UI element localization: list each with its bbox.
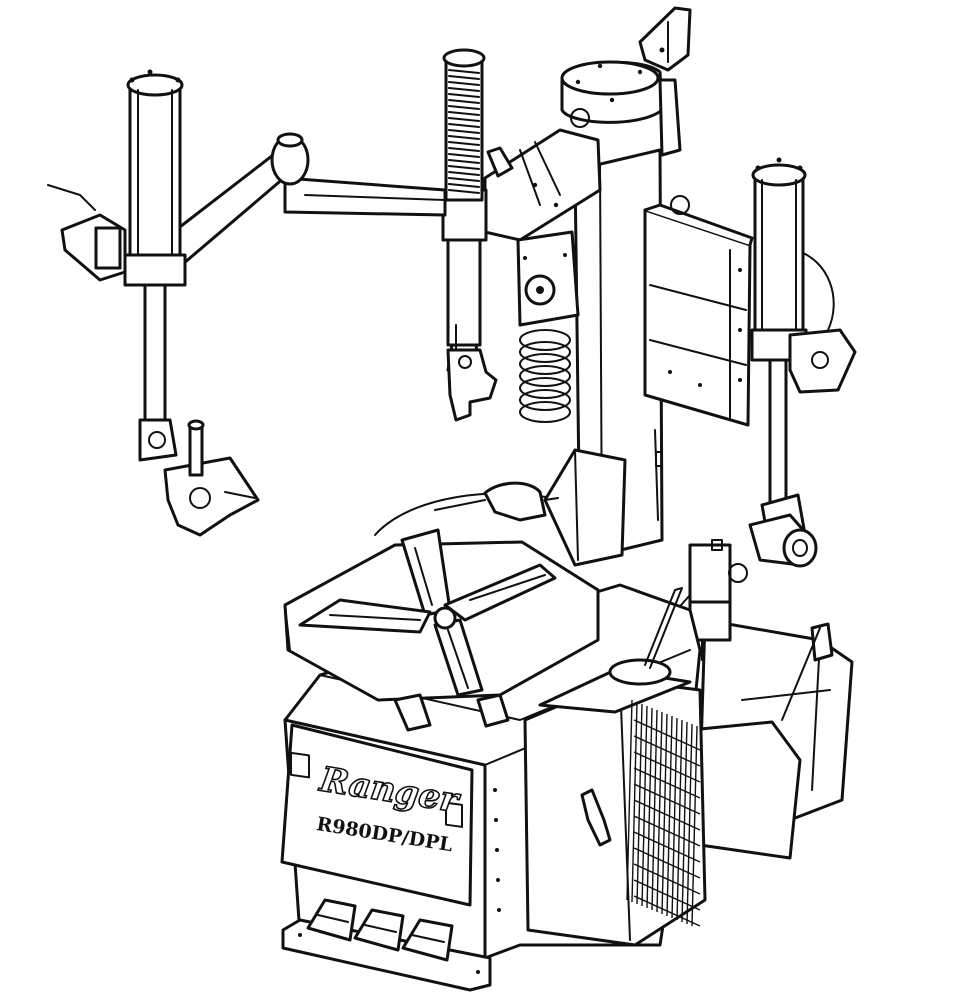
hatch-line [641, 705, 648, 907]
vertical-tool-post [441, 48, 488, 372]
hatch-line [631, 701, 638, 903]
turntable-hub [433, 606, 457, 630]
turntable-support [393, 693, 510, 732]
hatch-line [686, 723, 693, 925]
hatch-line [633, 863, 701, 895]
hatched-side-cover [688, 720, 802, 860]
hatch-line [646, 707, 653, 909]
accessory-box-hatching [626, 699, 701, 927]
hatch-line [633, 799, 701, 831]
hatch-line [633, 751, 701, 783]
hatch-line [633, 767, 701, 799]
lubricant-bucket [608, 587, 683, 686]
filter-regulator-unit [644, 539, 748, 666]
foot-pedal-1[interactable] [306, 898, 357, 942]
cabinet-side-dots [493, 788, 501, 912]
right-roller [748, 513, 818, 568]
clamp-jaw-west [298, 598, 432, 634]
left-articulated-arm [148, 132, 447, 277]
clamp-jaw-north [400, 528, 452, 617]
mount-demount-head [446, 324, 498, 422]
clamp-jaw-east [443, 563, 557, 622]
bead-breaker-hose [434, 481, 559, 522]
left-roller-press-head [163, 419, 260, 537]
door-latch[interactable] [580, 788, 612, 847]
top-lever-handle[interactable] [638, 6, 692, 72]
hatch-line [633, 831, 701, 863]
hatch-line [636, 703, 643, 905]
hatch-line [681, 721, 688, 923]
foot-pedal-bar [281, 918, 492, 992]
left-arm-handle[interactable] [47, 184, 127, 282]
hatch-line [626, 699, 633, 901]
foot-pedal-2[interactable] [353, 908, 405, 952]
air-coil-hose [519, 329, 571, 423]
hatch-line [633, 879, 701, 911]
left-pneumatic-cylinder [123, 69, 187, 287]
foot-pedal-3[interactable] [401, 918, 454, 962]
hatch-line [633, 719, 701, 751]
hatch-line [633, 783, 701, 815]
front-label-panel [280, 723, 474, 907]
valve-box [516, 230, 580, 327]
tool-shelf-rack [643, 195, 754, 427]
right-cylinder-handle-block[interactable] [788, 328, 857, 394]
hatch-line [633, 895, 701, 927]
hatch-line [633, 815, 701, 847]
left-vertical-rod [138, 283, 178, 462]
main-column [543, 148, 664, 567]
hatch-line [633, 847, 701, 879]
column-top-head [560, 60, 682, 157]
hatch-line [633, 735, 701, 767]
right-pneumatic-cylinder [750, 157, 808, 362]
hatch-line [691, 725, 698, 927]
